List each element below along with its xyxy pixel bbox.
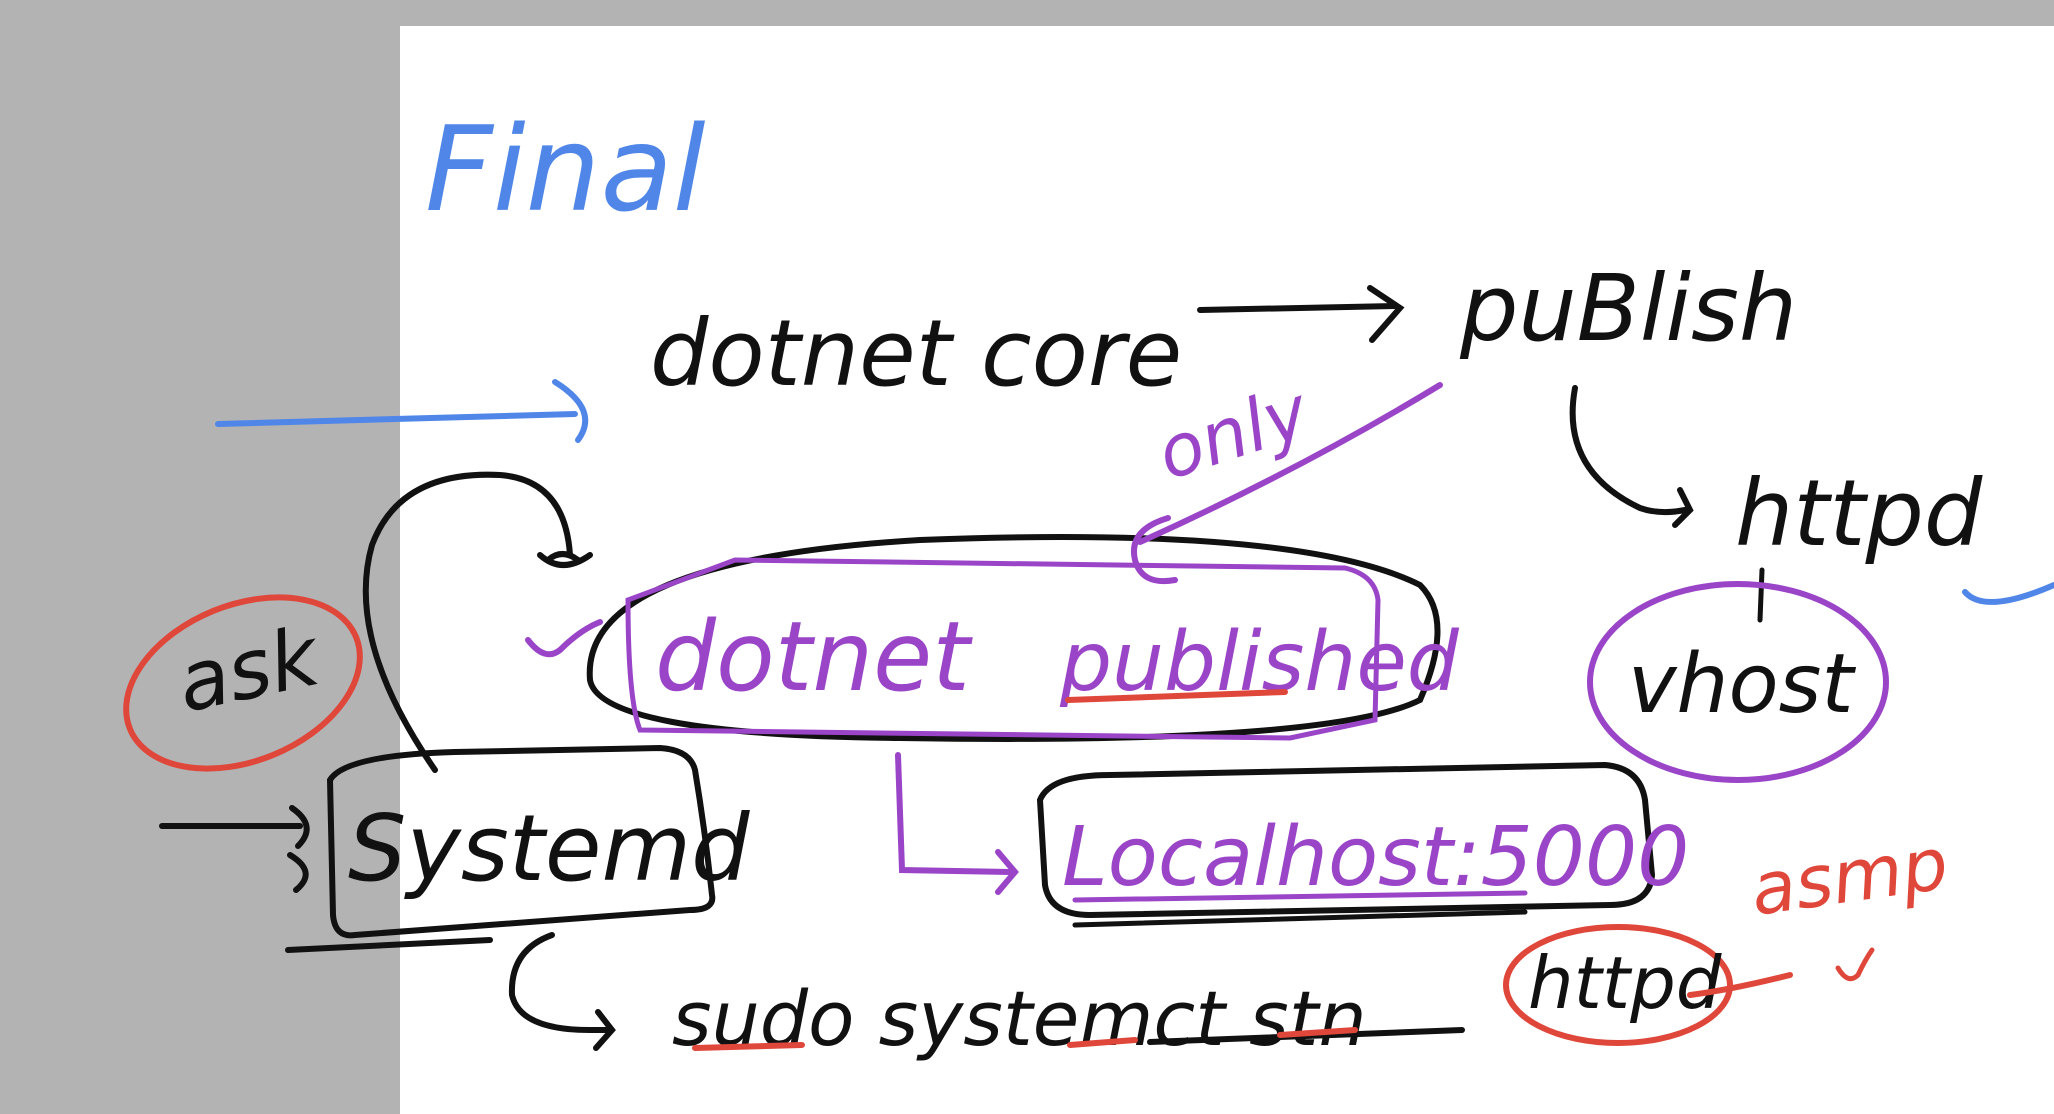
label-vhost: vhost [1628, 637, 1856, 732]
purple-box [625, 557, 1381, 741]
localhost-box-base [1072, 909, 1528, 928]
label-systemd: Systemd [348, 795, 750, 902]
label-dotnet: dotnet [655, 601, 973, 713]
localhost-purple-underline [1072, 890, 1528, 903]
systemd-underline [285, 937, 493, 953]
purple-check-mark [525, 619, 603, 658]
localhost-box [1036, 761, 1656, 919]
black-oval [586, 534, 1441, 742]
arrow-to-command [508, 932, 616, 1051]
page-area [400, 26, 2054, 1114]
ask-circle [123, 594, 363, 772]
label-command: sudo systemct stn [672, 974, 1367, 1063]
blue-arrow [215, 379, 589, 443]
label-publish: puBlish [1459, 255, 1797, 362]
label-localhost: Localhost:5000 [1062, 810, 1689, 905]
httpd-red-circle [1503, 924, 1733, 1046]
systemd-box [326, 744, 716, 939]
vhost-circle [1587, 581, 1889, 783]
label-httpd-top: httpd [1735, 460, 1983, 567]
label-ask: ask [169, 609, 330, 732]
blue-check-mark [1962, 582, 2054, 605]
published-strike [1065, 689, 1288, 703]
title-final: Final [425, 100, 706, 238]
arrow-to-httpd [1569, 385, 1694, 528]
httpd-red-strike [1687, 972, 1793, 998]
label-dotnet-core: dotnet core [650, 300, 1182, 407]
arrow-to-publish [1197, 285, 1405, 343]
red-check-mark [1835, 947, 1875, 982]
label-httpd-bottom: httpd [1528, 941, 1723, 1025]
arrow-publish-to-dotnet [1131, 382, 1443, 584]
httpd-vhost-connector [1757, 567, 1765, 623]
arrow-into-systemd [159, 805, 310, 893]
arrow-to-localhost [895, 752, 1019, 895]
systemd-loop-arrow [362, 471, 593, 773]
command-red-underlines [692, 1027, 1358, 1051]
